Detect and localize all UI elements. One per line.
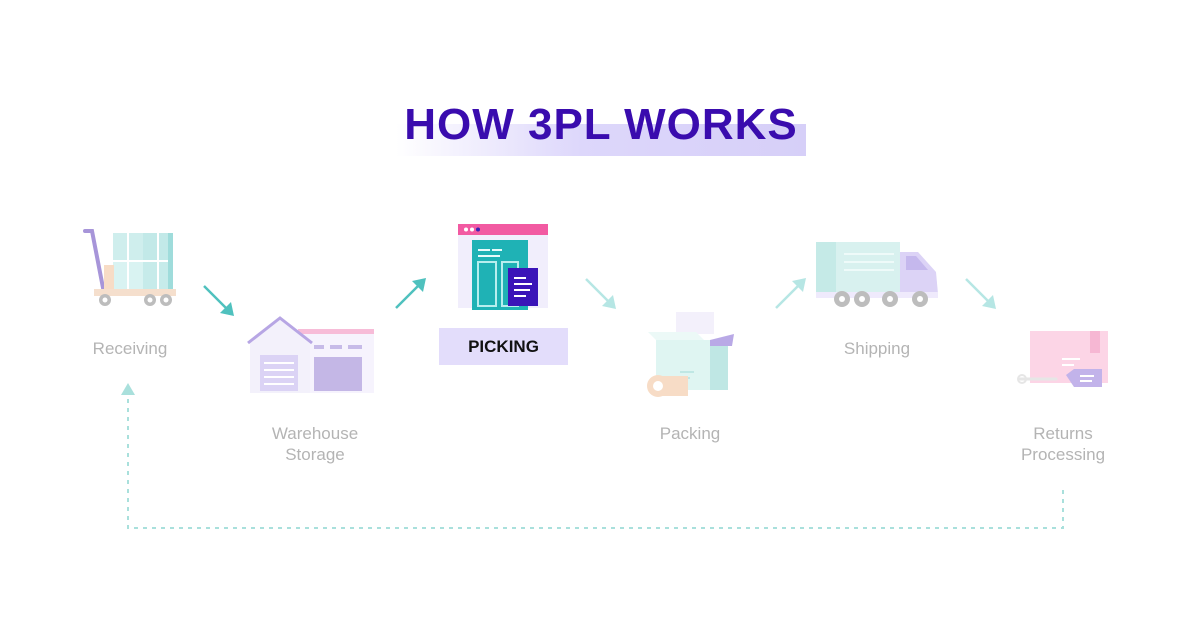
arrow-right-down-icon [965, 278, 996, 309]
picking-screen-icon [458, 224, 548, 310]
step-label-returns-line2: Processing [1020, 445, 1106, 464]
step-label-warehouse-storage: Warehouse Storage [250, 423, 380, 465]
step-label-returns-processing: Returns Processing [1003, 423, 1123, 465]
step-label-packing: Packing [659, 424, 721, 443]
page-title: HOW 3PL WORKS [404, 100, 798, 149]
truck-icon [816, 242, 938, 307]
title-highlight [396, 124, 806, 156]
step-label-picking: PICKING [468, 337, 539, 356]
step-label-shipping: Shipping [843, 339, 911, 358]
step-label-warehouse-line1: Warehouse [271, 424, 359, 443]
arrow-right-up-icon [775, 278, 806, 309]
warehouse-icon [247, 316, 374, 393]
returns-box-icon [1017, 331, 1108, 387]
step-label-returns-line1: Returns [1033, 424, 1093, 443]
step-label-receiving: Receiving [92, 339, 168, 358]
arrow-right-down-icon [585, 278, 616, 309]
title-block: HOW 3PL WORKS [396, 96, 806, 160]
hand-truck-icon [83, 229, 176, 306]
active-step-highlight: PICKING [439, 328, 568, 365]
arrow-right-up-icon [395, 278, 426, 309]
arrow-right-down-icon [203, 285, 234, 316]
step-label-warehouse-line2: Storage [285, 445, 345, 464]
packing-box-icon [647, 312, 734, 397]
